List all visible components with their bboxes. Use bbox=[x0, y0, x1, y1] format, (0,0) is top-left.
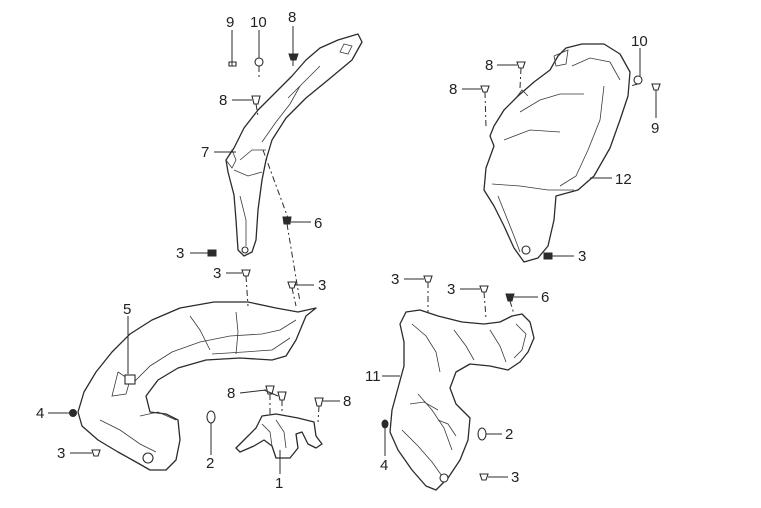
callout-labels: 9 10 8 8 7 6 3 3 3 5 4 3 2 8 8 1 8 8 10 … bbox=[36, 9, 659, 492]
part-11-lower-right-cover bbox=[389, 309, 535, 491]
callout-2: 2 bbox=[206, 455, 214, 472]
part-7-upper-left-cover bbox=[225, 33, 363, 257]
callout-4: 4 bbox=[36, 405, 44, 422]
nut-6-right bbox=[505, 293, 515, 302]
callout-3: 3 bbox=[213, 265, 221, 282]
part-12-upper-right-cover bbox=[483, 43, 631, 263]
bolt-3-right-a bbox=[543, 252, 553, 260]
callout-3: 3 bbox=[318, 277, 326, 294]
callout-6: 6 bbox=[314, 215, 322, 232]
callout-3: 3 bbox=[578, 248, 586, 265]
callout-3: 3 bbox=[447, 281, 455, 298]
bolt-3-left-a bbox=[207, 249, 217, 257]
callout-7: 7 bbox=[201, 144, 209, 161]
callout-8: 8 bbox=[449, 81, 457, 98]
nut-8-center-c bbox=[314, 397, 324, 407]
callout-10: 10 bbox=[250, 14, 267, 31]
part-5-lower-left-cover bbox=[77, 301, 317, 471]
callout-5: 5 bbox=[123, 301, 131, 318]
bolt-3-left-d bbox=[91, 449, 101, 457]
callout-10: 10 bbox=[631, 33, 648, 50]
bolt-3-right-b bbox=[423, 275, 433, 283]
grommet-2-right bbox=[477, 427, 487, 441]
callout-3: 3 bbox=[57, 445, 65, 462]
callout-3: 3 bbox=[511, 469, 519, 486]
callout-1: 1 bbox=[275, 475, 283, 492]
nut-8-center-b bbox=[277, 391, 287, 401]
nut-8-top-left bbox=[288, 53, 299, 61]
callout-8: 8 bbox=[343, 393, 351, 410]
nut-8-right-b bbox=[480, 85, 490, 93]
nut-6-left bbox=[282, 216, 292, 225]
callout-9: 9 bbox=[651, 120, 659, 137]
callout-8: 8 bbox=[219, 92, 227, 109]
bolt-3-left-b bbox=[241, 269, 251, 277]
callout-3: 3 bbox=[391, 271, 399, 288]
callout-6: 6 bbox=[541, 289, 549, 306]
bolt-3-left-c bbox=[287, 281, 297, 289]
callout-8: 8 bbox=[288, 9, 296, 26]
callout-3: 3 bbox=[176, 245, 184, 262]
washer-10-left bbox=[254, 57, 264, 67]
bolt-3-right-d bbox=[479, 473, 489, 481]
callout-12: 12 bbox=[615, 171, 632, 188]
callout-8: 8 bbox=[485, 57, 493, 74]
screw-9-right bbox=[651, 83, 661, 91]
callout-9: 9 bbox=[226, 14, 234, 31]
leader-lines bbox=[48, 26, 657, 478]
bolt-3-right-c bbox=[479, 285, 489, 293]
callout-4: 4 bbox=[380, 457, 388, 474]
nut-8-right-a bbox=[516, 61, 526, 69]
callout-8: 8 bbox=[227, 385, 235, 402]
grommet-4-right bbox=[381, 419, 389, 429]
part-1-center-bracket bbox=[235, 413, 323, 459]
washer-10-right bbox=[633, 75, 643, 85]
grommet-2-left bbox=[206, 410, 216, 424]
callout-11: 11 bbox=[365, 368, 381, 385]
nut-8-left-mid bbox=[251, 95, 261, 105]
grommet-4-left bbox=[69, 409, 77, 417]
callout-2: 2 bbox=[505, 426, 513, 443]
assembly-lines bbox=[231, 60, 639, 423]
